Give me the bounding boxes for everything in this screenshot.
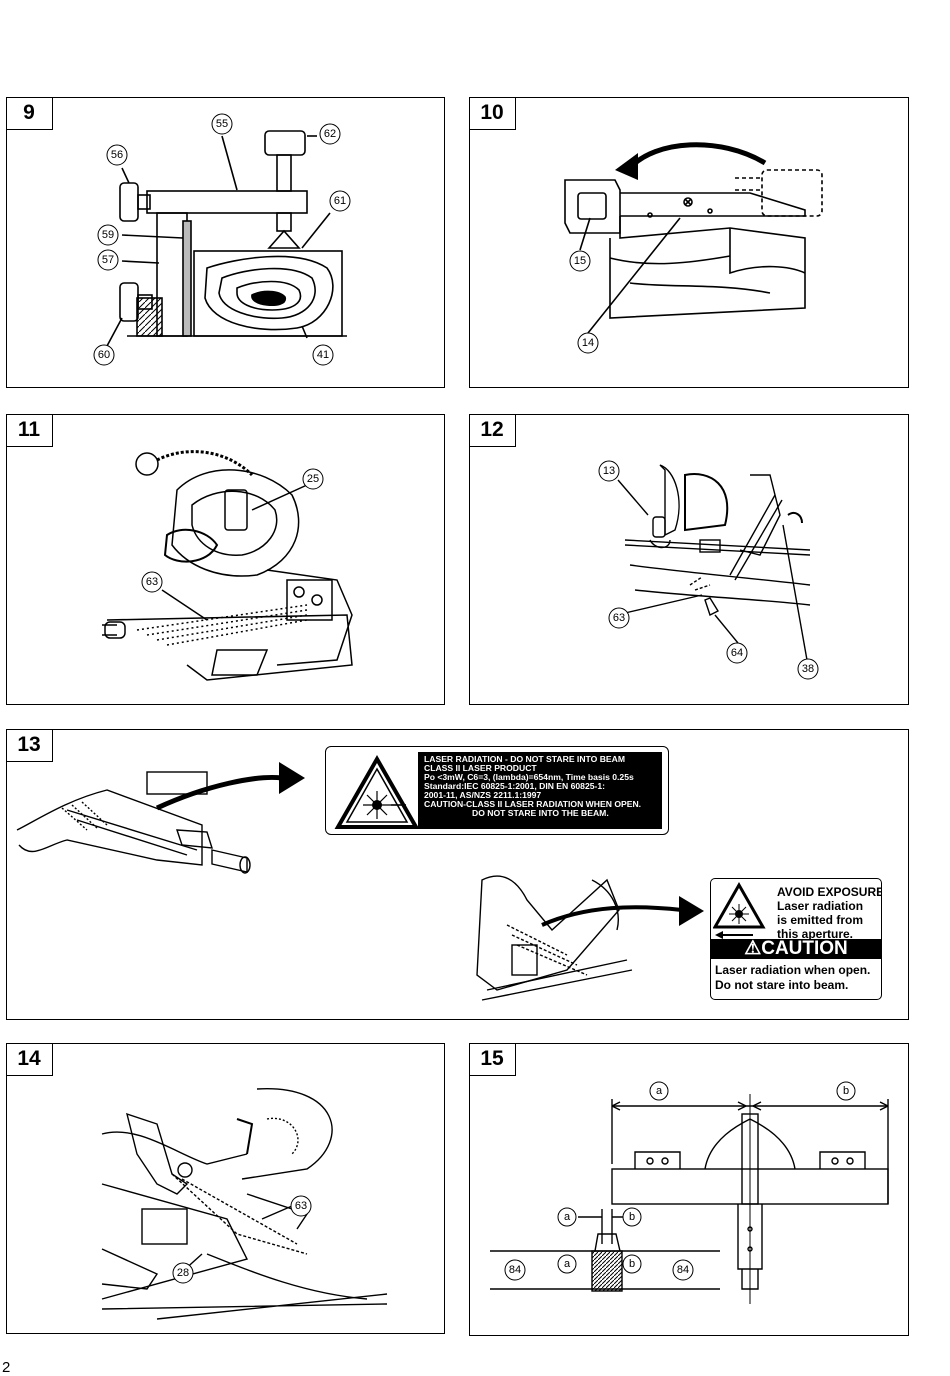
callout-b-low: b — [622, 1254, 642, 1274]
callout-15: 15 — [569, 250, 591, 272]
callout-62: 62 — [319, 123, 341, 145]
laser-line-6: CAUTION-CLASS II LASER RADIATION WHEN OP… — [424, 799, 642, 809]
figure-12-panel: 12 13 63 64 38 — [469, 414, 909, 705]
callout-63c-text: 63 — [295, 1200, 307, 1212]
laser-aperture-icon — [713, 881, 766, 939]
callout-15-text: 15 — [574, 255, 586, 267]
callout-38-text: 38 — [802, 663, 814, 675]
callout-61: 61 — [329, 190, 351, 212]
callout-14-text: 14 — [582, 337, 594, 349]
callout-56: 56 — [106, 144, 128, 166]
callout-56-text: 56 — [111, 149, 123, 161]
callout-13-text: 13 — [603, 465, 615, 477]
callout-57-text: 57 — [102, 254, 114, 266]
figure-9-number: 9 — [7, 98, 53, 130]
laser-line-4: Standard:IEC 60825-1:2001, DIN EN 60825-… — [424, 781, 606, 791]
callout-41: 41 — [312, 344, 334, 366]
callout-55: 55 — [211, 113, 233, 135]
callout-60-text: 60 — [98, 349, 110, 361]
callout-b-top-text: b — [843, 1085, 849, 1097]
figure-11-number: 11 — [7, 415, 53, 447]
callout-25-text: 25 — [307, 473, 319, 485]
callout-14: 14 — [577, 332, 599, 354]
page-number: 2 — [2, 1359, 11, 1376]
laser-line-5: 2001-11, AS/NZS 2211.1:1997 — [424, 790, 542, 800]
aperture-line-3: is emitted from — [777, 913, 864, 927]
callout-55-text: 55 — [216, 118, 228, 130]
aperture-footer-1: Laser radiation when open. — [715, 963, 871, 977]
callout-41-text: 41 — [317, 349, 329, 361]
aperture-text: AVOID EXPOSURE Laser radiation is emitte… — [777, 885, 882, 941]
callout-60: 60 — [93, 344, 115, 366]
aperture-line-2: Laser radiation — [777, 899, 864, 913]
laser-hazard-icon — [334, 754, 420, 829]
laser-line-1: LASER RADIATION - DO NOT STARE INTO BEAM — [424, 754, 625, 764]
figure-15-panel: 15 — [469, 1043, 909, 1336]
saw-laser-illustration: 25 63 — [102, 450, 353, 681]
callout-84-left: 84 — [504, 1259, 526, 1281]
callout-38: 38 — [797, 658, 819, 680]
cutting-line-illustration: 63 28 — [101, 1088, 388, 1320]
callout-b-top: b — [836, 1081, 856, 1101]
callout-25: 25 — [302, 468, 324, 490]
laser-adjust-illustration: 13 63 64 38 — [598, 460, 819, 680]
fence-illustration: 15 14 — [564, 142, 823, 354]
callout-13: 13 — [598, 460, 620, 482]
callout-a-top-text: a — [656, 1085, 663, 1097]
callout-61-text: 61 — [334, 195, 346, 207]
aperture-warning-label: AVOID EXPOSURE Laser radiation is emitte… — [710, 878, 882, 1000]
laser-line-3: Po <3mW, C6=3, (lambda)=654nm, Time basi… — [424, 772, 634, 782]
clamp-illustration: 55 56 62 61 59 57 60 41 — [93, 113, 351, 366]
aperture-line-4: this aperture. — [777, 927, 854, 941]
laser-line-2: CLASS II LASER PRODUCT — [424, 763, 537, 773]
figure-13-panel: 13 — [6, 729, 909, 1020]
callout-64: 64 — [726, 642, 748, 664]
callout-63: 63 — [141, 571, 163, 593]
aperture-footer: Laser radiation when open. Do not stare … — [715, 963, 870, 993]
callout-84-left-text: 84 — [509, 1264, 521, 1276]
caution-bar: ⚠CAUTION — [711, 939, 881, 959]
callout-a-mid-text: a — [564, 1211, 571, 1223]
figure-11-panel: 11 25 63 — [6, 414, 445, 705]
aperture-footer-2: Do not stare into beam. — [715, 978, 849, 992]
callout-59-text: 59 — [102, 229, 114, 241]
callout-63-text: 63 — [146, 576, 158, 588]
callout-57: 57 — [97, 249, 119, 271]
callout-84-right: 84 — [672, 1259, 694, 1281]
figure-15-number: 15 — [470, 1044, 516, 1076]
callout-b-mid-text: b — [629, 1211, 635, 1223]
callout-a-top: a — [649, 1081, 669, 1101]
label-location-illustration — [16, 762, 704, 1001]
callout-28-text: 28 — [177, 1267, 189, 1279]
figure-12-number: 12 — [470, 415, 516, 447]
figure-14-panel: 14 63 28 — [6, 1043, 445, 1334]
caution-text: CAUTION — [761, 938, 848, 959]
aperture-line-1: AVOID EXPOSURE — [777, 885, 882, 899]
laser-warning-label: LASER RADIATION - DO NOT STARE INTO BEAM… — [325, 746, 669, 835]
callout-63b: 63 — [608, 607, 630, 629]
callout-b-low-text: b — [629, 1258, 635, 1270]
callout-59: 59 — [97, 224, 119, 246]
callout-84-right-text: 84 — [677, 1264, 689, 1276]
callout-28: 28 — [172, 1262, 194, 1284]
figure-13-number: 13 — [7, 730, 53, 762]
figure-10-number: 10 — [470, 98, 516, 130]
callout-b-mid: b — [622, 1207, 642, 1227]
caution-icon: ⚠ — [744, 938, 762, 959]
callout-63b-text: 63 — [613, 612, 625, 624]
laser-line-7: DO NOT STARE INTO THE BEAM. — [472, 808, 609, 818]
callout-62-text: 62 — [324, 128, 336, 140]
blade-alignment-diagram: a b a b a b 84 84 — [490, 1081, 889, 1304]
callout-64-text: 64 — [731, 647, 743, 659]
figure-9-panel: 9 — [6, 97, 445, 388]
callout-63c: 63 — [290, 1195, 312, 1217]
figure-10-panel: 10 15 14 — [469, 97, 909, 388]
callout-a-low-text: a — [564, 1258, 571, 1270]
figure-14-number: 14 — [7, 1044, 53, 1076]
callout-a-low: a — [557, 1254, 577, 1274]
callout-a-mid: a — [557, 1207, 577, 1227]
laser-warning-text: LASER RADIATION - DO NOT STARE INTO BEAM… — [418, 752, 662, 829]
